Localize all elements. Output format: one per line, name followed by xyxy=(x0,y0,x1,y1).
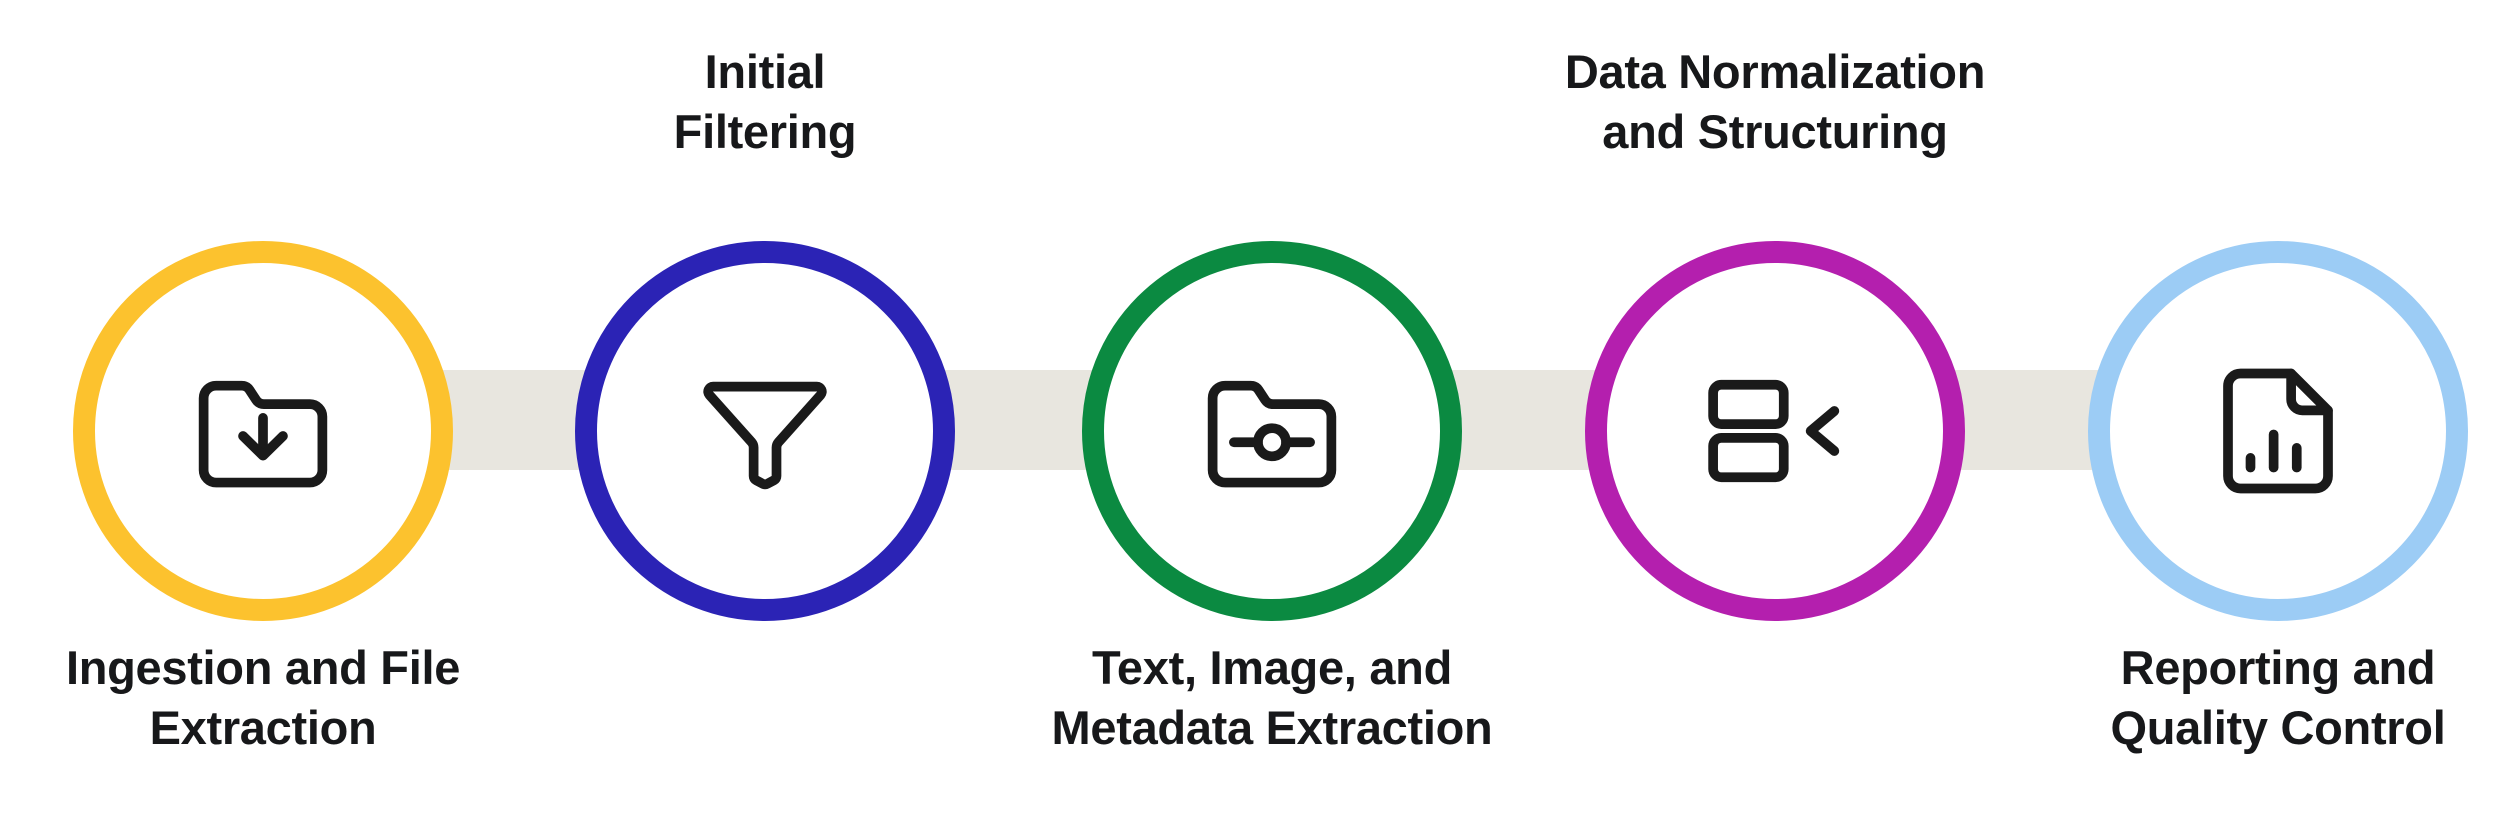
process-step-1[interactable]: Ingestion and File Extraction xyxy=(3,0,523,839)
step-5-circle[interactable] xyxy=(2088,241,2468,621)
process-step-3[interactable]: Text, Image, and Metadata Extraction xyxy=(1012,0,1532,839)
process-step-4[interactable]: Data Normalization and Structuring xyxy=(1515,0,2035,839)
folder-node-icon xyxy=(1197,356,1347,506)
process-step-5[interactable]: Reporting and Quality Control xyxy=(2018,0,2500,839)
step-2-circle[interactable] xyxy=(575,241,955,621)
funnel-filter-icon xyxy=(690,356,840,506)
document-barchart-icon xyxy=(2203,356,2353,506)
step-3-label: Text, Image, and Metadata Extraction xyxy=(1051,641,1493,755)
step-3-circle[interactable] xyxy=(1082,241,1462,621)
step-4-label: Data Normalization and Structuring xyxy=(1564,45,1986,159)
step-2-label: Initial Filtering xyxy=(673,45,857,159)
folder-download-icon xyxy=(188,356,338,506)
step-1-label: Ingestion and File Extraction xyxy=(65,641,461,755)
step-4-circle[interactable] xyxy=(1585,241,1965,621)
step-5-label: Reporting and Quality Control xyxy=(2110,641,2446,755)
process-step-2[interactable]: Initial Filtering xyxy=(505,0,1025,839)
step-1-circle[interactable] xyxy=(73,241,453,621)
structure-merge-icon xyxy=(1700,356,1850,506)
